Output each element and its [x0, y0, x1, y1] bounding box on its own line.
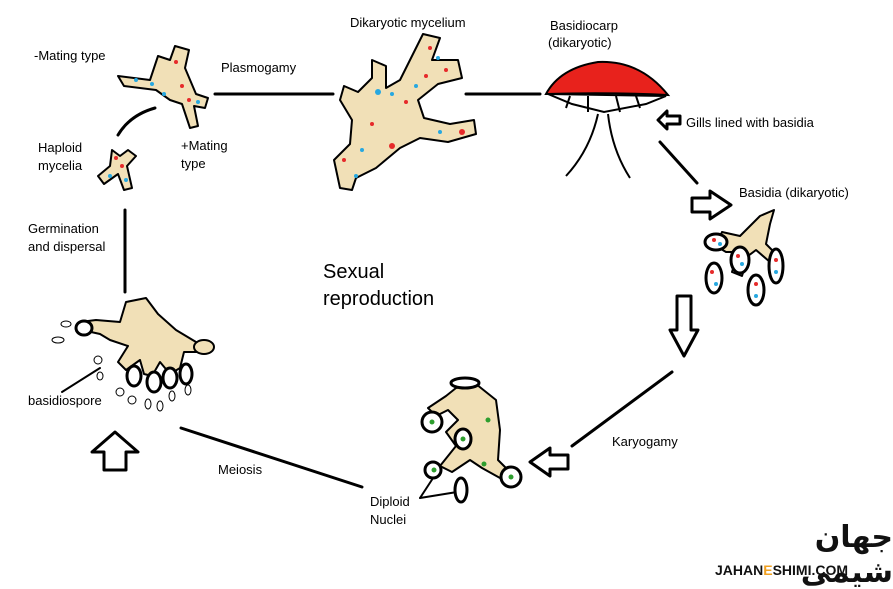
basidia-ellipses	[703, 232, 785, 307]
mycelium-minus-mating	[117, 45, 209, 129]
arrow-gills	[656, 109, 682, 131]
center-title-line2: reproduction	[323, 288, 435, 310]
spore-ellipses	[74, 319, 194, 394]
nuclei-minus	[134, 60, 200, 104]
label-mating-plus: +Mating	[181, 138, 228, 153]
label-basidiocarp-sub: (dikaryotic)	[548, 35, 612, 50]
nuclei-basidia	[710, 238, 778, 298]
label-meiosis: Meiosis	[218, 462, 263, 477]
label-gills: Gills lined with basidia	[686, 115, 814, 130]
connector-meiosis	[179, 426, 364, 489]
label-haploid: Haploid	[38, 140, 83, 155]
label-dikaryotic-mycelium: Dikaryotic mycelium	[350, 15, 466, 30]
label-germination: Germination	[28, 221, 99, 236]
label-dispersal: and dispersal	[28, 239, 106, 254]
basidiocarp-mushroom	[544, 60, 671, 179]
basidiospores	[51, 320, 192, 412]
mycelium-haploid-small	[97, 149, 137, 191]
connector-karyogamy	[570, 370, 674, 448]
nuclei-haploid	[108, 156, 128, 182]
connector-gills-basidia	[658, 140, 699, 185]
nuclei-diploid	[429, 417, 514, 480]
label-plasmogamy: Plasmogamy	[221, 60, 297, 75]
watermark-e: E	[763, 562, 773, 578]
nuclei-dikaryotic	[342, 46, 465, 178]
arrow-up-spore	[90, 430, 140, 472]
watermark-english: JAHANESHIMI.COM	[715, 562, 848, 578]
label-basidia: Basidia (dikaryotic)	[739, 185, 849, 200]
label-mating-minus: -Mating type	[34, 48, 106, 63]
label-diploid: Diploid	[370, 494, 410, 509]
mushroom-cap	[544, 60, 671, 97]
arrow-down	[668, 294, 700, 358]
label-nuclei: Nuclei	[370, 512, 407, 527]
connector-basidiospore	[61, 367, 101, 393]
watermark-suffix: SHIMI.COM	[772, 562, 849, 578]
label-mating-plus-type: type	[181, 156, 206, 171]
diploid-pointer-b	[419, 491, 458, 499]
arrow-to-basidia	[690, 189, 733, 221]
arrow-left-diploid	[528, 446, 570, 478]
watermark-prefix: JAHAN	[715, 562, 764, 578]
mushroom-gills	[547, 93, 667, 114]
mycelium-dikaryotic	[333, 33, 477, 191]
label-karyogamy: Karyogamy	[612, 434, 678, 449]
germinating-mycelium	[79, 297, 215, 377]
label-mycelia: mycelia	[38, 158, 83, 173]
center-title-line1: Sexual	[323, 261, 385, 283]
label-basidiocarp: Basidiocarp	[550, 18, 618, 33]
connector-haploid-curve	[116, 106, 157, 137]
label-basidiospore: basidiospore	[28, 393, 102, 408]
watermark-persian: جهان شیمی	[800, 520, 893, 589]
